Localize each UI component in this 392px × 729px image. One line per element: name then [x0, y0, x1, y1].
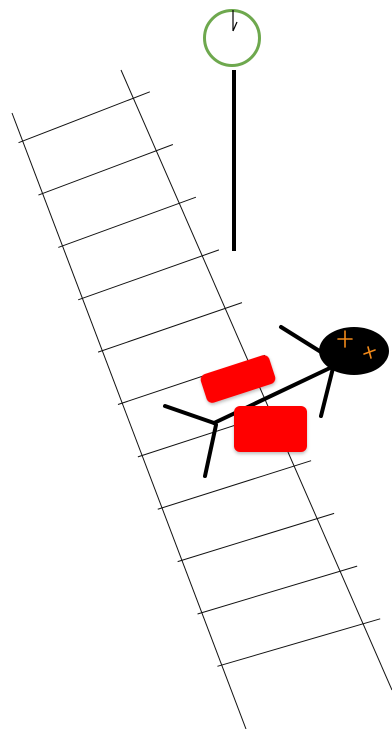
ragdoll[interactable] — [165, 327, 389, 476]
ragdoll-arm-upper — [281, 327, 321, 352]
ladder-rung — [178, 513, 334, 561]
ragdoll-head — [319, 327, 389, 375]
ladder-rung — [217, 619, 380, 667]
clock-icon — [205, 10, 260, 66]
clock-face — [205, 11, 260, 66]
ladder-rung — [19, 92, 150, 143]
ladder — [12, 70, 392, 729]
ladder-rung — [198, 566, 358, 614]
ladder-rung — [58, 197, 196, 247]
red-block[interactable] — [234, 406, 307, 452]
ragdoll-leg-upper — [165, 406, 214, 423]
ladder-rung — [158, 461, 311, 510]
ragdoll-arm-lower — [321, 368, 333, 416]
ladder-rung — [38, 145, 172, 196]
ladder-rung — [78, 250, 219, 300]
ragdoll-leg-lower — [205, 425, 216, 476]
ladder-rung — [98, 303, 242, 353]
